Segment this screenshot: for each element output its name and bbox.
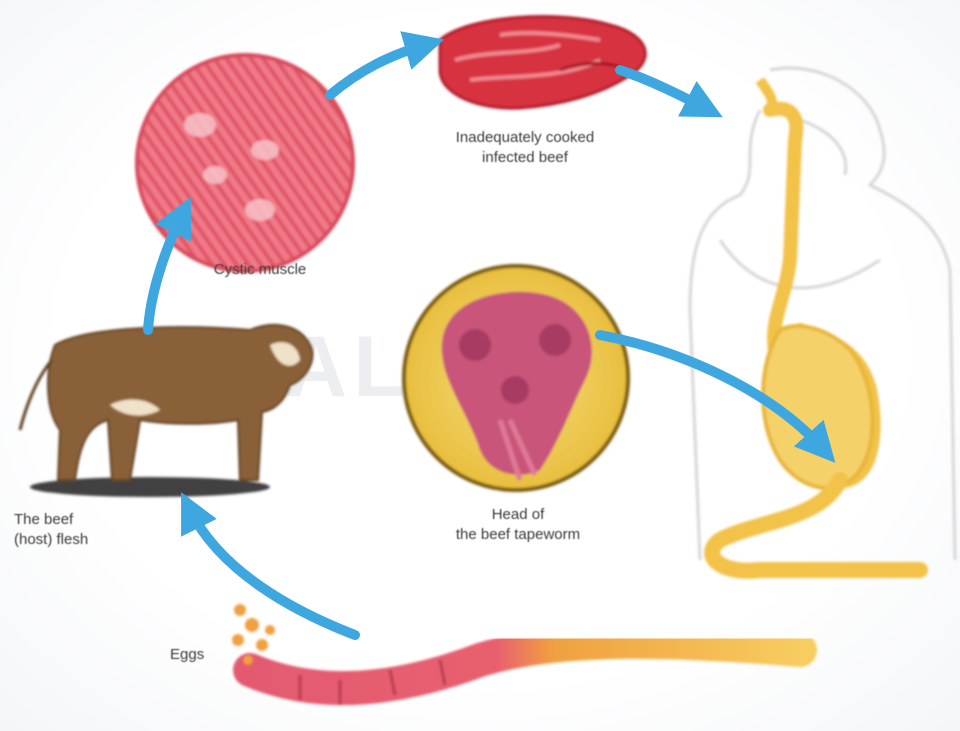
label-host-line2: (host) flesh — [14, 530, 184, 550]
label-infected-beef-line1: Inadequately cooked — [395, 128, 655, 148]
arrow-meat-to-human — [620, 70, 705, 108]
label-tapeworm-head-line1: Head of — [398, 505, 638, 525]
infected-beef-meat — [440, 17, 645, 109]
label-host: The beef (host) flesh — [14, 510, 184, 550]
label-eggs-text: Eggs — [170, 645, 230, 665]
tapeworm-body — [250, 642, 800, 705]
cow-illustration — [20, 325, 312, 497]
label-tapeworm-head: Head of the beef tapeworm — [398, 505, 638, 545]
label-infected-beef: Inadequately cooked infected beef — [395, 128, 655, 168]
label-eggs: Eggs — [170, 645, 230, 665]
arrow-eggs-to-cow — [190, 510, 355, 635]
tapeworm-head-illustration — [404, 266, 628, 490]
label-cystic-muscle-text: Cystic muscle — [180, 260, 340, 280]
label-cystic-muscle: Cystic muscle — [180, 260, 340, 280]
label-infected-beef-line2: infected beef — [395, 148, 655, 168]
digestive-tract — [712, 80, 920, 571]
arrow-muscle-to-meat — [330, 45, 425, 95]
label-host-line1: The beef — [14, 510, 184, 530]
label-tapeworm-head-line2: the beef tapeworm — [398, 525, 638, 545]
